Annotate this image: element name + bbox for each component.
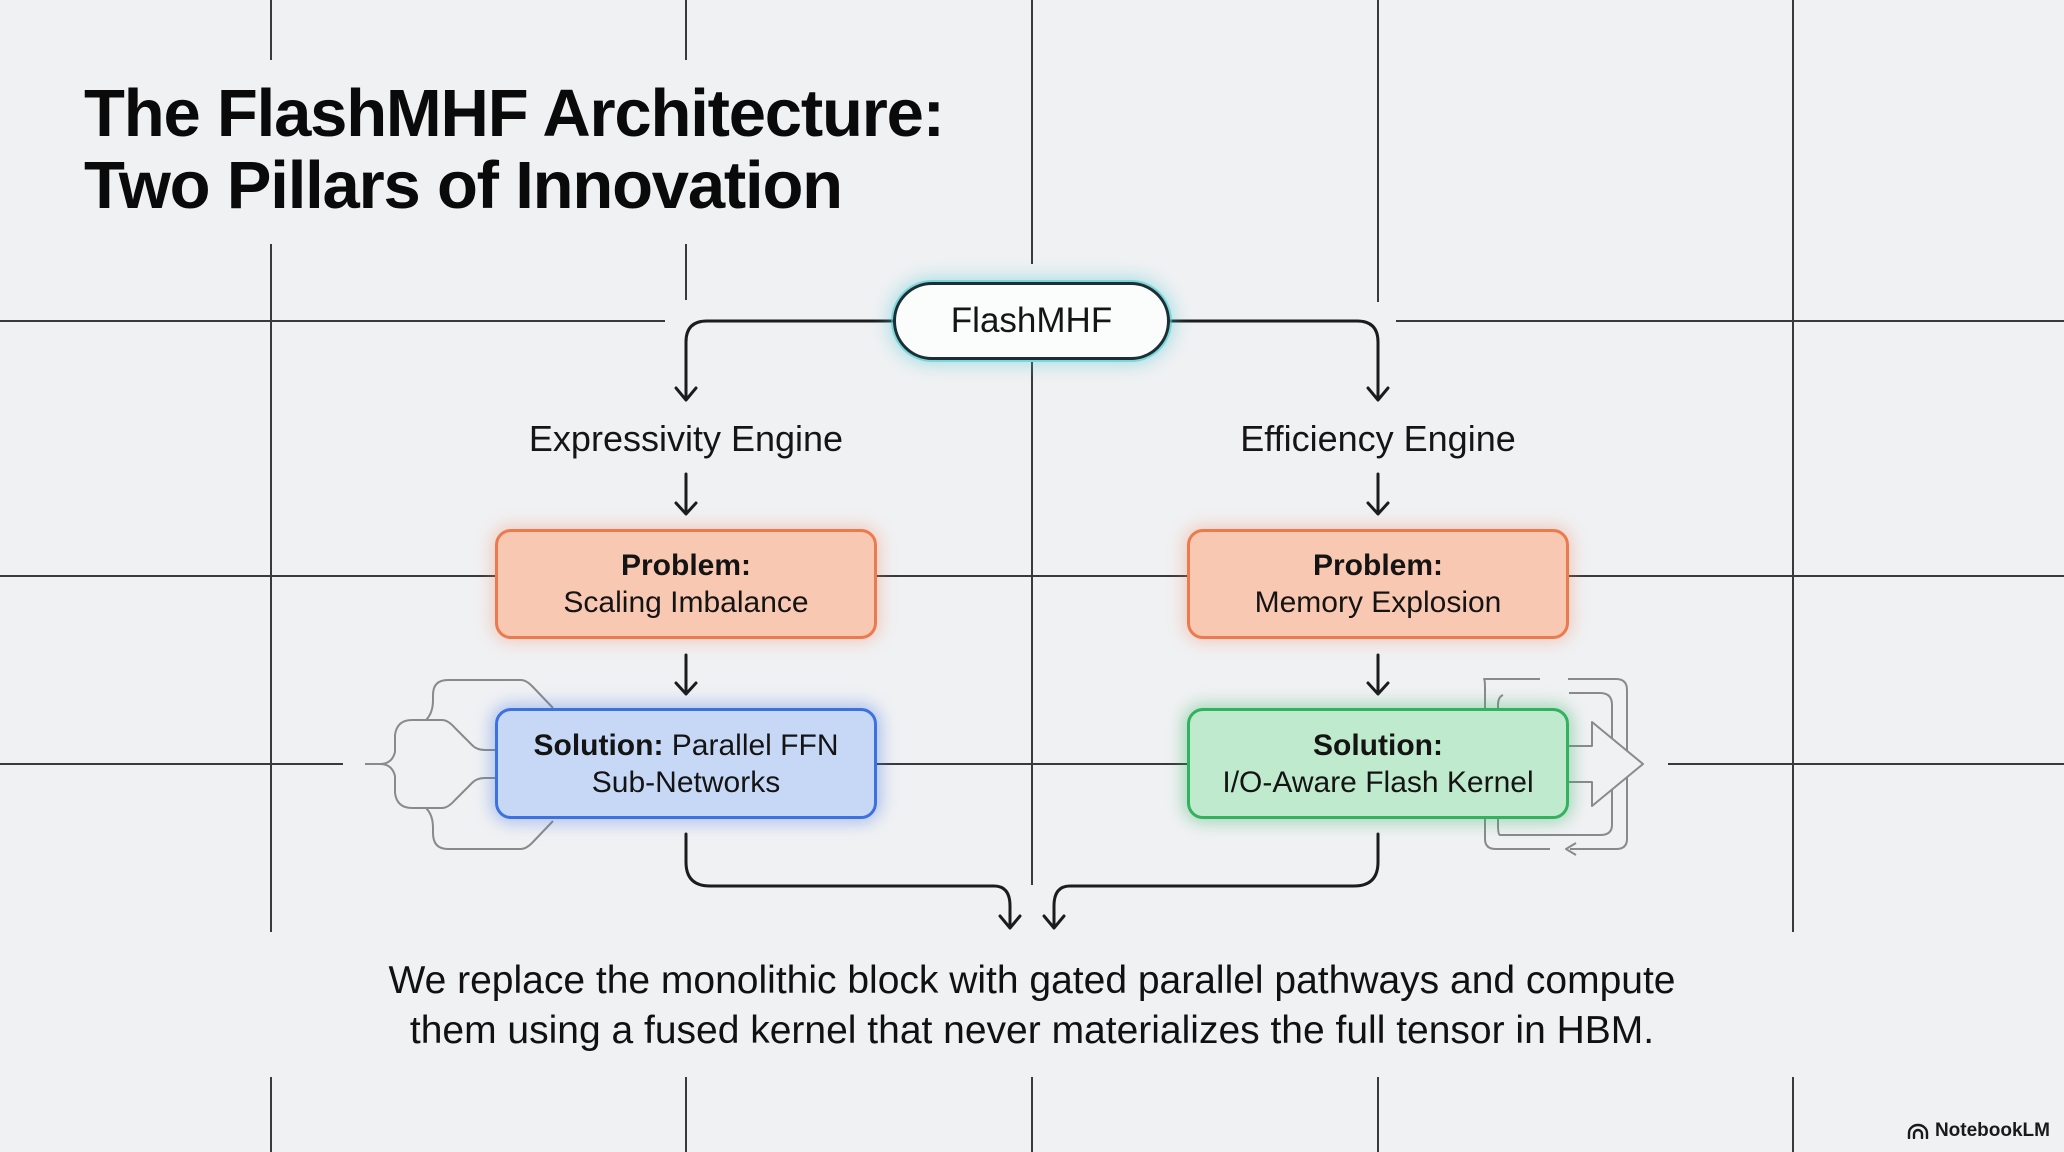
solution-heading: Solution: bbox=[1313, 728, 1443, 762]
notebooklm-icon bbox=[1907, 1123, 1929, 1139]
caption-line-2: them using a fused kernel that never mat… bbox=[409, 1009, 1655, 1052]
arrowhead-icon bbox=[1366, 386, 1390, 402]
problem-heading: Problem: bbox=[1312, 549, 1444, 582]
root-to-efficiency-connector bbox=[1168, 319, 1380, 400]
solution-text: I/O-Aware Flash Kernel bbox=[1222, 765, 1534, 799]
problem-box-scaling-imbalance: Problem: Scaling Imbalance bbox=[495, 529, 877, 639]
parallel-branches-icon bbox=[365, 679, 554, 850]
slide-title: The FlashMHF Architecture: Two Pillars o… bbox=[84, 76, 945, 223]
notebooklm-branding: NotebookLM bbox=[1907, 1120, 2050, 1142]
root-node-label: FlashMHF bbox=[950, 301, 1113, 340]
left-converge-connector bbox=[684, 832, 1012, 928]
problem-box-memory-explosion: Problem: Memory Explosion bbox=[1187, 529, 1569, 639]
brand-name: NotebookLM bbox=[1934, 1120, 2050, 1141]
problem-heading: Problem: bbox=[620, 549, 752, 582]
expressivity-engine-label: Expressivity Engine bbox=[528, 418, 844, 459]
caption-line-1: We replace the monolithic block with gat… bbox=[388, 959, 1676, 1002]
efficiency-engine-label: Efficiency Engine bbox=[1240, 418, 1516, 459]
problem-text: Scaling Imbalance bbox=[563, 586, 809, 619]
right-converge-connector bbox=[1052, 832, 1380, 928]
arrowhead-icon bbox=[674, 386, 698, 402]
root-node-flashmhf: FlashMHF bbox=[893, 282, 1170, 360]
solution-heading: Solution: bbox=[533, 728, 664, 762]
solution-line-1: Solution: Parallel FFN bbox=[533, 727, 838, 764]
fused-loop-arrow-icon bbox=[1483, 678, 1644, 856]
summary-caption: We replace the monolithic block with gat… bbox=[232, 956, 1832, 1056]
solution-box-flash-kernel: Solution: I/O-Aware Flash Kernel bbox=[1187, 708, 1569, 819]
root-to-expressivity-connector bbox=[684, 319, 895, 400]
title-line-1: The FlashMHF Architecture: bbox=[84, 76, 945, 151]
problem-text: Memory Explosion bbox=[1254, 586, 1502, 619]
solution-text-line-2: Sub-Networks bbox=[591, 765, 781, 799]
solution-text: Parallel FFN bbox=[671, 728, 839, 762]
title-line-2: Two Pillars of Innovation bbox=[84, 148, 843, 223]
solution-box-parallel-ffn: Solution: Parallel FFN Sub-Networks bbox=[495, 708, 877, 819]
